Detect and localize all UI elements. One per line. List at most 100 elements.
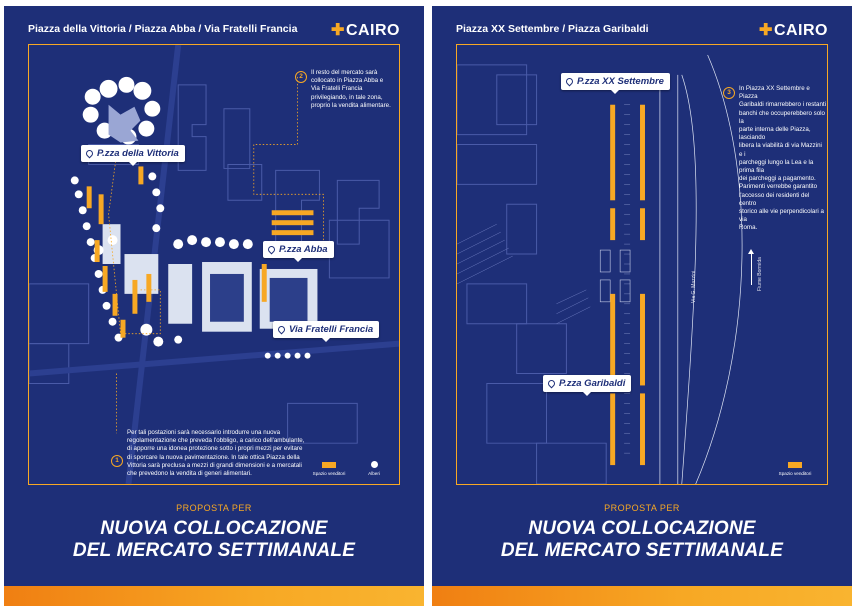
poster-subtitle: PROPOSTA PER: [176, 503, 252, 513]
building-block: [124, 254, 159, 294]
stall: [271, 220, 314, 226]
stall: [271, 210, 314, 216]
tree: [74, 190, 83, 199]
tree: [84, 88, 101, 105]
pin-piazza-garibaldi[interactable]: P.zza Garibaldi: [543, 375, 632, 396]
river-label: Fiume Bormida: [757, 257, 763, 291]
map-legend: Spazio venditori Alberi: [309, 446, 389, 476]
building-block: [168, 264, 193, 324]
kiosk: [599, 249, 611, 273]
legend-stalls: Spazio venditori: [309, 462, 349, 476]
tree: [144, 100, 161, 117]
stall: [640, 393, 645, 466]
legend-stalls: Spazio venditori: [773, 462, 817, 476]
tree: [284, 352, 291, 359]
poster-left: Piazza della Vittoria / Piazza Abba / Vi…: [4, 6, 424, 606]
tree: [102, 301, 111, 310]
note-line: di apporre una idonea protezione sotto i…: [127, 445, 303, 453]
title-line: DEL MERCATO SETTIMANALE: [500, 540, 784, 561]
poster-subtitle: PROPOSTA PER: [604, 503, 680, 513]
note-line: regolamentazione che preveda l'obbligo, …: [127, 437, 305, 445]
monument: [108, 104, 141, 143]
tree: [156, 204, 165, 213]
tree: [99, 79, 118, 98]
stall-swatch: [322, 462, 336, 468]
stall: [112, 293, 118, 316]
building-outline: [29, 343, 70, 384]
dotted-guide: [108, 154, 161, 335]
tree: [118, 76, 135, 93]
building-outline: [177, 84, 207, 171]
tree: [86, 238, 95, 247]
note-line: parcheggi lungo la Lea e la prima fila: [739, 158, 814, 175]
kiosk: [619, 279, 631, 303]
stall: [640, 104, 645, 201]
building-outline: [336, 179, 380, 245]
poster-location-title: Piazza XX Settembre / Piazza Garibaldi: [456, 23, 649, 35]
legend-label: Spazio venditori: [778, 471, 812, 476]
stall: [640, 293, 645, 386]
location-pin-icon: [564, 76, 575, 87]
tree: [187, 235, 198, 246]
building-outline: [486, 382, 548, 444]
pin-label: P.zza Garibaldi: [559, 378, 626, 389]
note-line: Garibaldi rimarrebbero i restanti: [739, 101, 827, 109]
note-number-badge: 2: [295, 71, 307, 83]
note-line: libera la viabilità di via Mazzini e i: [739, 142, 822, 158]
plus-icon: ✚: [759, 22, 773, 39]
pin-piazza-vittoria[interactable]: P.zza della Vittoria: [81, 145, 185, 166]
footer-accent-bar: [432, 586, 852, 606]
pin-piazza-abba[interactable]: P.zza Abba: [263, 241, 334, 262]
location-pin-icon: [84, 148, 95, 159]
tree: [70, 176, 79, 185]
map-frame: P.zza della Vittoria P.zza Abba Via Frat…: [28, 44, 400, 485]
building-outline: [223, 108, 251, 169]
poster-header: Piazza XX Settembre / Piazza Garibaldi ✚…: [456, 20, 828, 42]
stall: [138, 166, 144, 185]
building-outline: [457, 144, 538, 185]
legend-label: Alberi: [368, 471, 380, 476]
note-line: parte interna delle Piazza, lasciando: [739, 126, 811, 142]
note-line: Per tali postazioni sarà necessario intr…: [127, 429, 281, 436]
tree: [152, 224, 161, 233]
poster-title: NUOVA COLLOCAZIONE DEL MERCATO SETTIMANA…: [432, 518, 852, 562]
poster-header: Piazza della Vittoria / Piazza Abba / Vi…: [28, 20, 400, 42]
pin-via-fratelli-francia[interactable]: Via Fratelli Francia: [273, 321, 380, 342]
note-line: privilegiando, in tale zona,: [311, 93, 383, 101]
note-line: che prevedono la vendita di generi alime…: [127, 470, 252, 478]
tree: [148, 172, 157, 181]
note-line: di sporcare la nuova pavimentazione. In …: [127, 453, 300, 461]
note-line: collocato in Piazza Abba e: [311, 77, 384, 85]
logo-text: CAIRO: [773, 22, 828, 39]
title-line: NUOVA COLLOCAZIONE: [528, 518, 756, 539]
map-xx-settembre-garibaldi: [457, 54, 743, 484]
building-outline: [536, 442, 607, 484]
pin-label: Via Fratelli Francia: [289, 324, 374, 335]
pin-piazza-xx-settembre[interactable]: P.zza XX Settembre: [561, 73, 670, 94]
note-line: banchi che occuperebbero solo la: [739, 109, 825, 125]
river-bank: [681, 74, 697, 484]
tree: [274, 352, 281, 359]
note-3-text: In Piazza XX Settembre e Piazza Garibald…: [739, 85, 827, 233]
note-line: Via Fratelli Francia: [311, 85, 363, 93]
building-outline: [506, 203, 538, 255]
tree: [153, 336, 164, 347]
building-outline: [496, 74, 538, 126]
note-2-text: Il resto del mercato sarà collocato in P…: [311, 69, 397, 110]
location-pin-icon: [266, 244, 277, 255]
stall: [86, 186, 92, 209]
note-number-badge: 1: [111, 455, 123, 467]
location-pin-icon: [546, 378, 557, 389]
stall-swatch: [788, 462, 802, 468]
note-line: In Piazza XX Settembre e Piazza: [739, 85, 810, 101]
cairo-logo: ✚CAIRO: [331, 20, 400, 40]
legend-label: Spazio venditori: [312, 471, 346, 476]
note-line: Vittoria sarà preclusa a mezzi di grandi…: [127, 461, 302, 469]
stall: [102, 265, 108, 292]
street: [29, 340, 399, 377]
plus-icon: ✚: [331, 22, 345, 39]
location-pin-icon: [276, 324, 287, 335]
stall: [271, 230, 314, 236]
footer-accent-bar: [4, 586, 424, 606]
tree: [294, 352, 301, 359]
